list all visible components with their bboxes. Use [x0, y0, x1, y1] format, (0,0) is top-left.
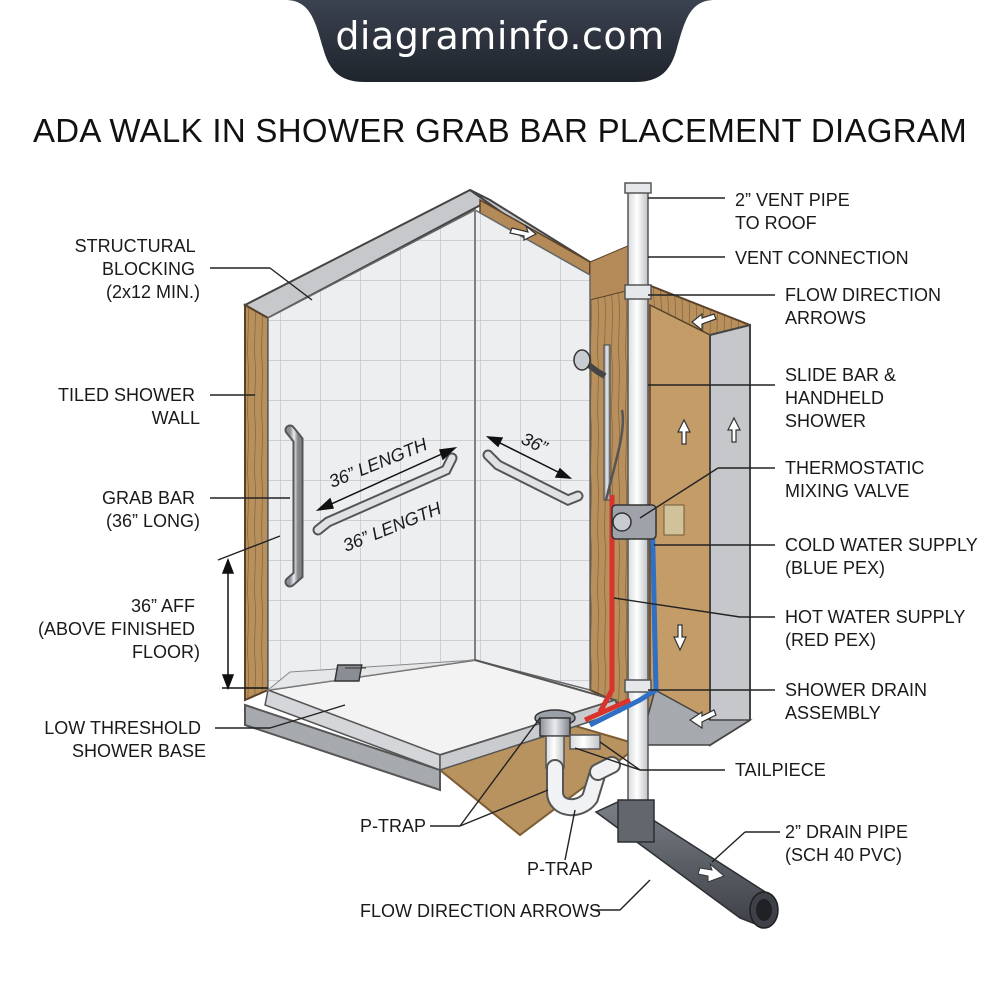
label-slide-bar: SLIDE BAR & HANDHELD SHOWER	[785, 365, 901, 431]
cold-water-supply	[583, 504, 659, 728]
label-vent-connection: VENT CONNECTION	[735, 248, 909, 268]
label-flow-arrows: FLOW DIRECTION ARROWS	[785, 285, 946, 328]
label-flow-bottom: FLOW DIRECTION ARROWS	[360, 901, 601, 921]
label-aff: 36” AFF (ABOVE FINISHED FLOOR)	[38, 596, 200, 662]
grab-bar-vertical	[284, 424, 304, 588]
p-trap	[546, 756, 621, 816]
page-title: ADA WALK IN SHOWER GRAB BAR PLACEMENT DI…	[32, 112, 967, 149]
label-p-trap-left: P-TRAP	[360, 816, 426, 836]
label-structural-blocking: STRUCTURAL BLOCKING (2x12 MIN.)	[75, 236, 200, 302]
label-drain-assembly: SHOWER DRAIN ASSEMBLY	[785, 680, 932, 723]
label-drain-pipe: 2” DRAIN PIPE (SCH 40 PVC)	[785, 822, 913, 865]
label-hot-supply: HOT WATER SUPPLY (RED PEX)	[785, 607, 970, 650]
banner-shape	[285, 0, 715, 82]
tiled-shower-wall	[267, 208, 591, 691]
label-cold-supply: COLD WATER SUPPLY (BLUE PEX)	[785, 535, 982, 578]
vent-pipe	[624, 182, 652, 821]
label-tailpiece: TAILPIECE	[735, 760, 826, 780]
thermostatic-mixing-valve	[611, 504, 685, 540]
label-tiled-wall: TILED SHOWER WALL	[58, 385, 200, 428]
label-threshold: LOW THRESHOLD SHOWER BASE	[44, 718, 206, 761]
dimension-lines	[221, 436, 573, 691]
grab-bar-horizontal	[312, 452, 458, 536]
grab-bar-right-wall	[482, 449, 584, 507]
slide-bar-handheld-shower	[573, 344, 625, 501]
leader-lines	[210, 197, 780, 911]
flow-arrows-framing	[509, 224, 741, 730]
hot-water-supply	[597, 495, 615, 714]
label-mixing-valve: THERMOSTATIC MIXING VALVE	[785, 458, 929, 501]
label-grab-bar: GRAB BAR (36” LONG)	[102, 488, 200, 531]
drain-pipe-gray	[594, 799, 779, 929]
label-p-trap-center: P-TRAP	[527, 859, 593, 879]
brand-text: diagraminfo.com	[335, 14, 665, 58]
label-vent-pipe: 2” VENT PIPE TO ROOF	[735, 190, 855, 233]
shower-drain-assembly	[534, 709, 601, 769]
brand-banner: diagraminfo.com	[285, 0, 715, 84]
